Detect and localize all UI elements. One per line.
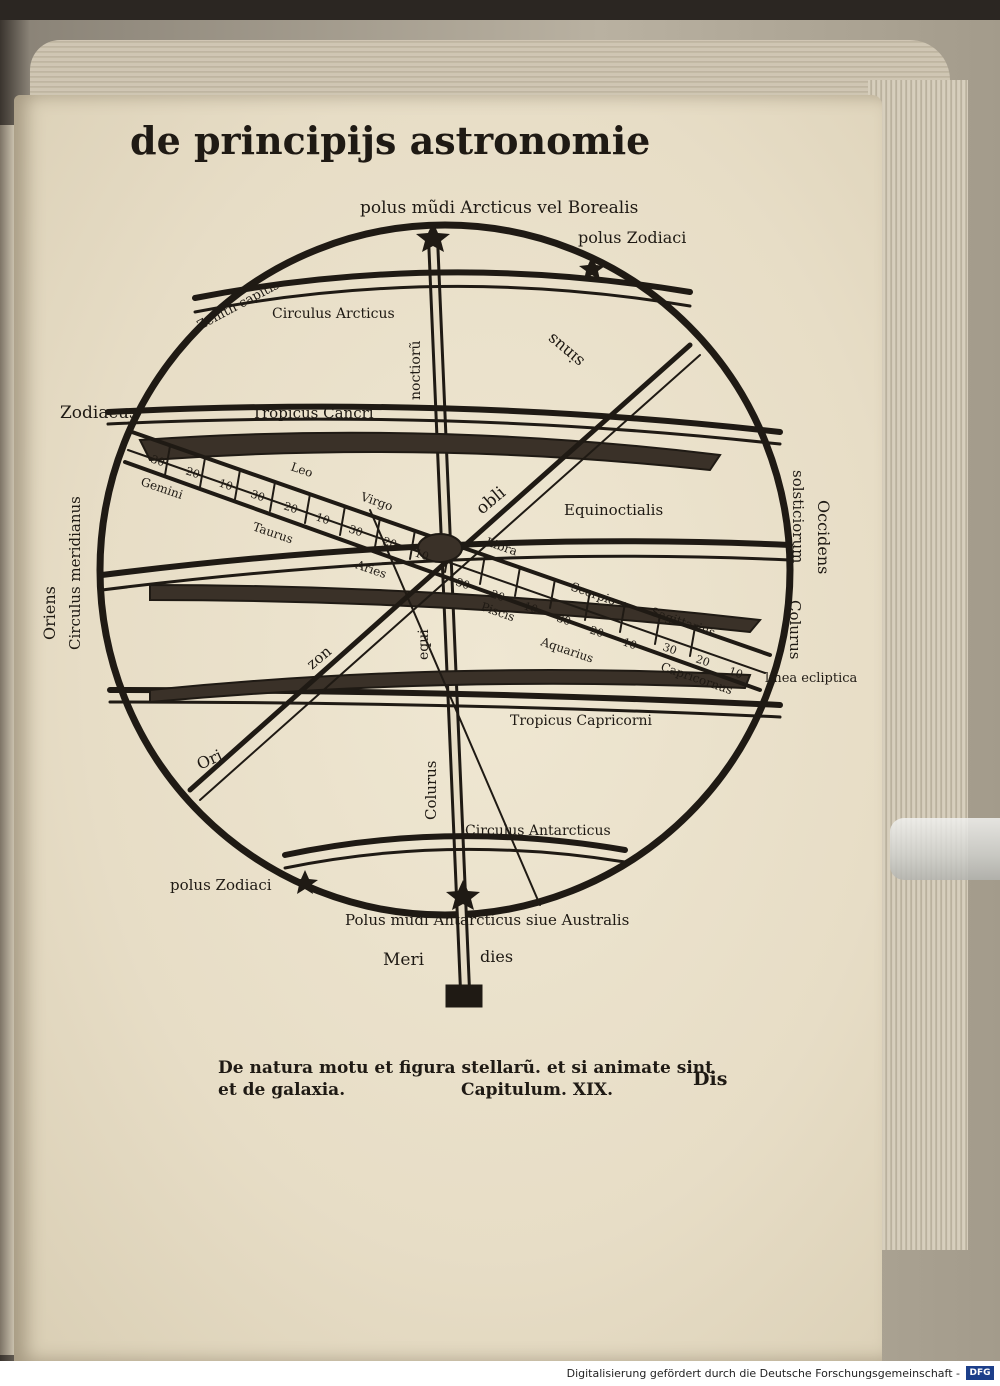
label-linea-ecliptica: linea ecliptica <box>765 671 858 686</box>
chapter-number: Capitulum. XIX. <box>461 1080 614 1100</box>
footer-bar: Digitalisierung gefördert durch die Deut… <box>0 1361 1000 1386</box>
colure-solstitial <box>187 342 693 793</box>
degree-mark: 20 <box>588 624 605 641</box>
degree-mark: 30 <box>555 612 572 629</box>
stand-base <box>445 984 483 1008</box>
label-tropicus-cancri: Tropicus Cancri <box>252 404 374 422</box>
sign-label: Gemini <box>139 475 185 502</box>
label-polus-arcticus: polus mũdi Arcticus vel Borealis <box>360 198 638 218</box>
sign-label: Virgo <box>358 489 395 513</box>
facing-page-edge <box>0 125 14 1355</box>
label-equi: equi <box>416 629 432 660</box>
star-pole-north <box>416 222 450 252</box>
arctic-circle <box>192 269 693 301</box>
degree-mark: 10 <box>314 511 331 528</box>
dfg-logo: DFG <box>966 1366 994 1380</box>
label-sinus: sinus <box>543 330 588 372</box>
degree-mark: 10 <box>522 600 539 617</box>
degree-mark: 10 <box>413 547 430 564</box>
page-edges-right <box>868 80 968 1250</box>
label-dies: dies <box>480 947 513 966</box>
label-equinoctialis: Equinoctialis <box>564 501 663 519</box>
label-oriens: Oriens <box>40 586 59 640</box>
label-zodiacus: Zodiacus <box>60 403 138 423</box>
label-occidens: Occidens <box>814 500 833 574</box>
label-tropicus-capricorni: Tropicus Capricorni <box>510 713 653 729</box>
label-colurus-top: Colurus <box>786 600 804 660</box>
caption-line-1: De natura motu et figura stellarũ. et si… <box>218 1058 714 1078</box>
degree-mark: 30 <box>454 576 471 593</box>
degree-mark: 30 <box>249 488 266 505</box>
degree-mark: 20 <box>184 465 201 482</box>
label-zenith: Zenith capitis <box>195 278 282 334</box>
label-circulus-antarcticus: Circulus Antarcticus <box>465 823 611 839</box>
caption-line-2: et de galaxia. Capitulum. XIX. <box>218 1080 738 1100</box>
sign-label: Taurus <box>251 520 295 547</box>
label-circulus-meridianus: Circulus meridianus <box>66 496 84 650</box>
star-pole-zodiac-top <box>579 256 605 280</box>
sign-label: Aries <box>353 557 388 581</box>
label-polus-zodiaci-top: polus Zodiaci <box>578 228 686 247</box>
label-noctiorum: noctiorũ <box>408 340 424 400</box>
chapter-caption: De natura motu et figura stellarũ. et si… <box>218 1058 738 1100</box>
label-polus-zodiaci-bottom: polus Zodiaci <box>170 876 272 894</box>
degree-mark: 30 <box>661 641 678 658</box>
degree-mark: 20 <box>694 653 711 670</box>
tropic-cancer <box>105 403 783 435</box>
degree-mark: 30 <box>347 523 364 540</box>
degree-mark: 10 <box>621 636 638 653</box>
label-ori: Ori <box>194 745 225 773</box>
page-clip <box>890 818 1000 880</box>
degree-mark: 10 <box>727 665 744 682</box>
degree-mark: 30 <box>149 453 166 470</box>
label-solsticiorum: solsticiorum <box>789 470 807 563</box>
degree-mark: 20 <box>282 500 299 517</box>
earth-center <box>417 533 463 563</box>
zodiac-band-bottom <box>123 460 762 692</box>
star-pole-south <box>446 880 480 910</box>
star-pole-zodiac-bottom <box>292 870 318 894</box>
degree-mark: 20 <box>489 588 506 605</box>
page-heading: de principijs astronomie <box>130 118 651 163</box>
antarctic-circle <box>282 833 628 858</box>
caption-line-2-text: et de galaxia. <box>218 1080 346 1100</box>
label-polus-antarcticus: Polus mũdi Antarcticus siue Australis <box>345 911 629 929</box>
outer-sphere-circle <box>96 221 794 919</box>
sign-label: Leo <box>289 460 315 480</box>
degree-mark: 10 <box>217 477 234 494</box>
label-colurus: Colurus <box>422 761 440 821</box>
catchword: Dis <box>693 1068 728 1090</box>
footer-text: Digitalisierung gefördert durch die Deut… <box>566 1367 960 1380</box>
label-meri: Meri <box>383 950 425 970</box>
degree-mark: 20 <box>381 535 398 552</box>
label-circulus-arcticus: Circulus Arcticus <box>272 306 395 322</box>
sign-label: Aquarius <box>538 634 595 665</box>
